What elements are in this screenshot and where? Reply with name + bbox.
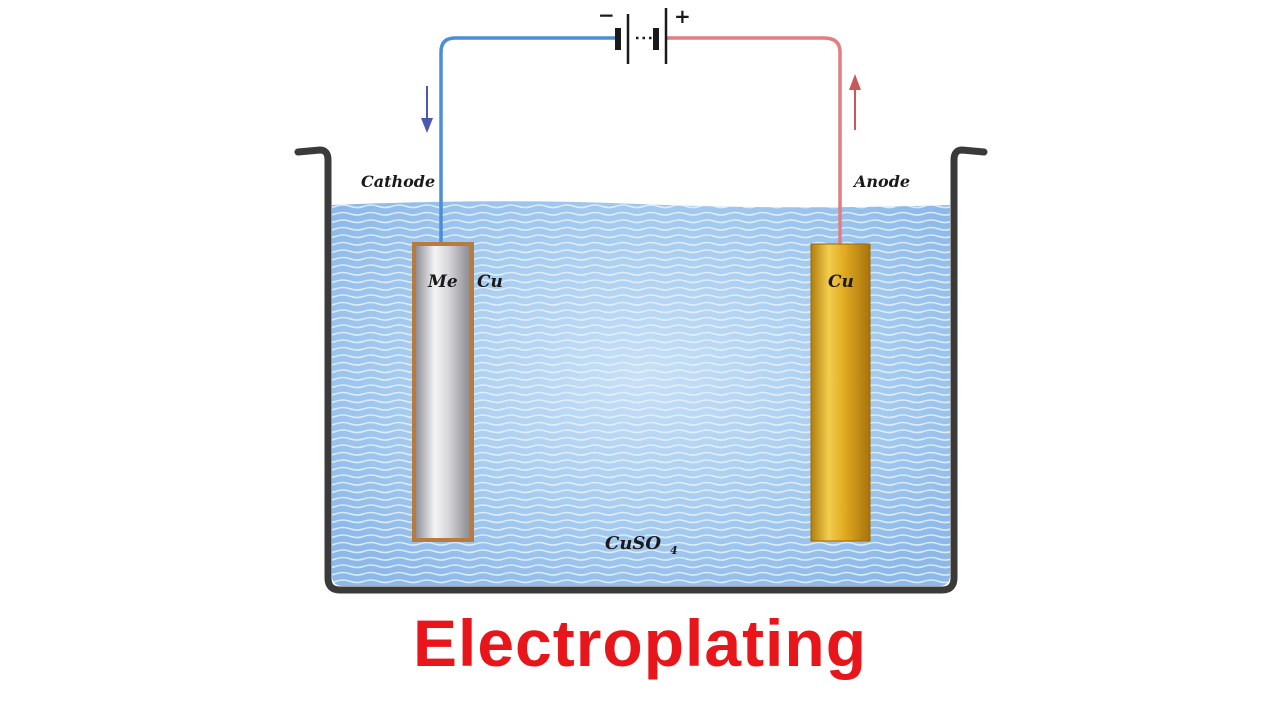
- anode-label: Anode: [852, 172, 910, 191]
- tank: [294, 146, 988, 594]
- electrolyte-formula: CuSO: [605, 533, 661, 554]
- anode-metal-label: Cu: [828, 272, 854, 292]
- arrow-down-icon: [421, 86, 433, 133]
- battery-positive-sign: +: [674, 4, 691, 28]
- wire-positive: [667, 36, 842, 244]
- cathode-coating-label: Cu: [477, 272, 503, 292]
- electrolyte: [332, 201, 950, 586]
- battery-negative-sign: −: [598, 3, 615, 27]
- anode-electrode: [810, 243, 871, 542]
- wire-negative: [439, 36, 618, 243]
- arrow-up-icon: [849, 74, 861, 130]
- electrolyte-label: CuSO 4: [605, 533, 678, 557]
- cathode-label: Cathode: [361, 172, 435, 191]
- electrolyte-subscript: 4: [670, 544, 678, 557]
- cathode-metal-label: Me: [427, 272, 458, 292]
- caption-title: Electroplating: [412, 606, 868, 680]
- cathode-electrode: [412, 242, 474, 542]
- battery: − +: [598, 3, 691, 64]
